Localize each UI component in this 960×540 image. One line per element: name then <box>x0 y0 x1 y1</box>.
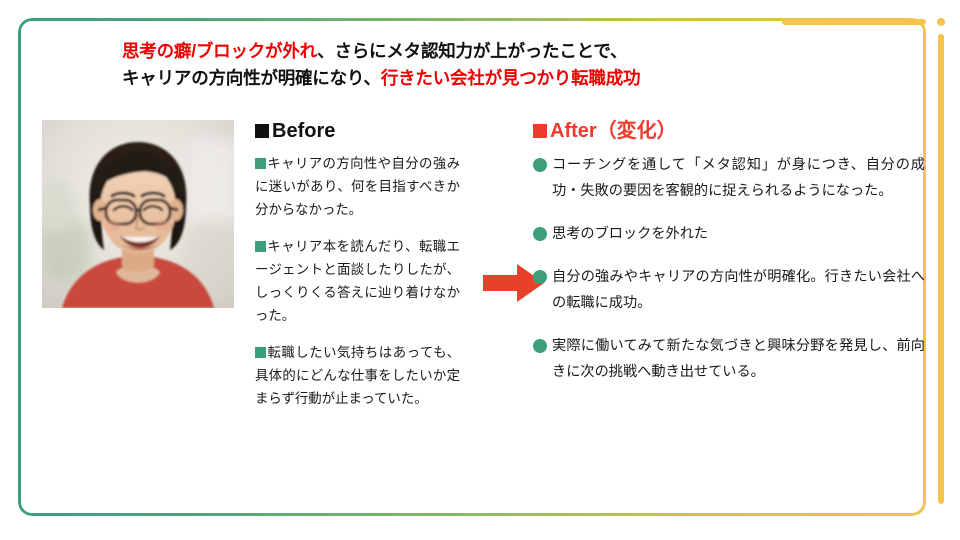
green-circle-icon <box>533 227 547 241</box>
headline-line-2: キャリアの方向性が明確になり、行きたい会社が見つかり転職成功 <box>122 65 822 92</box>
headline-plain-2: キャリアの方向性が明確になり、 <box>122 68 381 88</box>
portrait-photo <box>42 120 234 308</box>
green-circle-icon <box>533 339 547 353</box>
green-circle-icon <box>533 158 547 172</box>
after-list-item: 思考のブロックを外れた <box>533 221 925 247</box>
after-item-text: 実際に働いてみて新たな気づきと興味分野を発見し、前向きに次の挑戦へ動き出せている… <box>552 338 925 380</box>
after-heading: After（変化） <box>533 118 925 144</box>
before-heading-label: Before <box>272 120 336 142</box>
before-heading: Before <box>255 118 460 144</box>
before-list-item: 転職したい気持ちはあっても、具体的にどんな仕事をしたいか定まらず行動が止まってい… <box>255 341 460 410</box>
after-column: After（変化） コーチングを通して「メタ認知」が身につき、自分の成功・失敗の… <box>533 118 925 402</box>
headline-line-1: 思考の癖/ブロックが外れ、さらにメタ認知力が上がったことで、 <box>122 38 822 65</box>
after-list-item: コーチングを通して「メタ認知」が身につき、自分の成功・失敗の要因を客観的に捉えら… <box>533 152 925 204</box>
black-square-icon <box>255 124 269 138</box>
before-column: Before キャリアの方向性や自分の強みに迷いがあり、何を目指すべきか分からな… <box>255 118 460 424</box>
green-square-icon <box>255 241 266 252</box>
headline-plain-1: 、さらにメタ認知力が上がったことで、 <box>317 41 628 61</box>
before-list-item: キャリアの方向性や自分の強みに迷いがあり、何を目指すべきか分からなかった。 <box>255 152 460 221</box>
right-arrow-shape <box>483 264 544 302</box>
headline-emphasis-1: 思考の癖/ブロックが外れ <box>122 41 318 61</box>
before-item-text: キャリアの方向性や自分の強みに迷いがあり、何を目指すべきか分からなかった。 <box>255 156 460 217</box>
after-item-text: コーチングを通して「メタ認知」が身につき、自分の成功・失敗の要因を客観的に捉えら… <box>552 157 925 199</box>
slide-headline: 思考の癖/ブロックが外れ、さらにメタ認知力が上がったことで、 キャリアの方向性が… <box>122 38 822 92</box>
after-list-item: 自分の強みやキャリアの方向性が明確化。行きたい会社への転職に成功。 <box>533 264 925 316</box>
headline-emphasis-2: 行きたい会社が見つかり転職成功 <box>380 68 641 88</box>
before-item-text: キャリア本を読んだり、転職エージェントと面談したりしたが、しっくりくる答えに辿り… <box>255 239 460 323</box>
green-square-icon <box>255 158 266 169</box>
before-list-item: キャリア本を読んだり、転職エージェントと面談したりしたが、しっくりくる答えに辿り… <box>255 235 460 327</box>
green-circle-icon <box>533 270 547 284</box>
after-item-text: 思考のブロックを外れた <box>552 226 709 242</box>
red-square-icon <box>533 124 547 138</box>
accent-line-right <box>938 34 944 504</box>
green-square-icon <box>255 347 266 358</box>
portrait-illustration <box>42 120 234 308</box>
after-item-text: 自分の強みやキャリアの方向性が明確化。行きたい会社への転職に成功。 <box>552 269 925 311</box>
before-item-text: 転職したい気持ちはあっても、具体的にどんな仕事をしたいか定まらず行動が止まってい… <box>255 345 460 406</box>
after-heading-suffix: （変化） <box>596 120 677 142</box>
right-arrow-icon <box>483 262 545 304</box>
after-list-item: 実際に働いてみて新たな気づきと興味分野を発見し、前向きに次の挑戦へ動き出せている… <box>533 333 925 385</box>
accent-line-top-right <box>782 19 926 25</box>
after-heading-label: After <box>550 120 597 142</box>
accent-corner-dot <box>937 18 945 26</box>
